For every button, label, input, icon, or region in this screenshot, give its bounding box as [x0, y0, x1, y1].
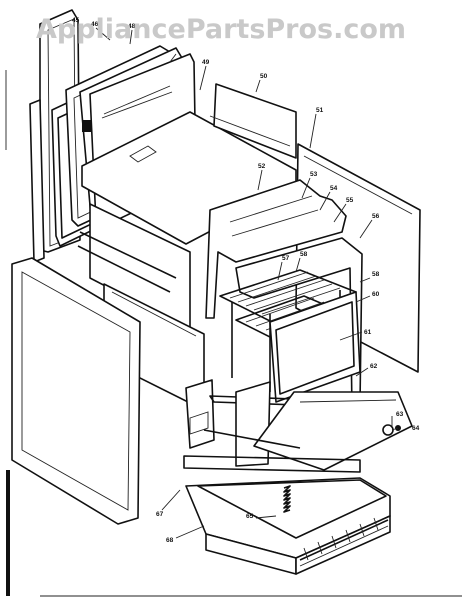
callout-labels: 45 46 48 49 50 51 52 53 54 55 56 57 58 5… [72, 17, 420, 544]
callout-58-upper: 58 [300, 251, 308, 258]
callout-64: 64 [412, 425, 420, 432]
oven-liner-panel [269, 291, 361, 403]
callout-46: 46 [91, 21, 99, 28]
callout-54: 54 [330, 185, 338, 192]
callout-65: 65 [246, 513, 254, 520]
callout-61: 61 [364, 329, 372, 336]
callout-48: 48 [128, 23, 136, 30]
callout-63: 63 [396, 411, 404, 418]
lower-frame [183, 379, 413, 473]
callout-62: 62 [370, 363, 378, 370]
callout-51: 51 [316, 107, 324, 114]
callout-60: 60 [372, 291, 380, 298]
callout-67: 67 [156, 511, 164, 518]
callout-55: 55 [346, 197, 354, 204]
range-front-door [11, 257, 141, 525]
callout-68: 68 [166, 537, 174, 544]
callout-49: 49 [202, 59, 210, 66]
callout-58-lower: 58 [372, 271, 380, 278]
callout-50: 50 [260, 73, 268, 80]
leader-lines [77, 25, 399, 539]
page-edge-marks [5, 70, 462, 597]
storage-drawer [185, 477, 391, 575]
callout-56: 56 [372, 213, 380, 220]
callout-57: 57 [282, 255, 290, 262]
drawer-spring [283, 485, 291, 513]
callout-53: 53 [310, 171, 318, 178]
callout-45: 45 [72, 17, 80, 24]
callout-52: 52 [258, 163, 266, 170]
